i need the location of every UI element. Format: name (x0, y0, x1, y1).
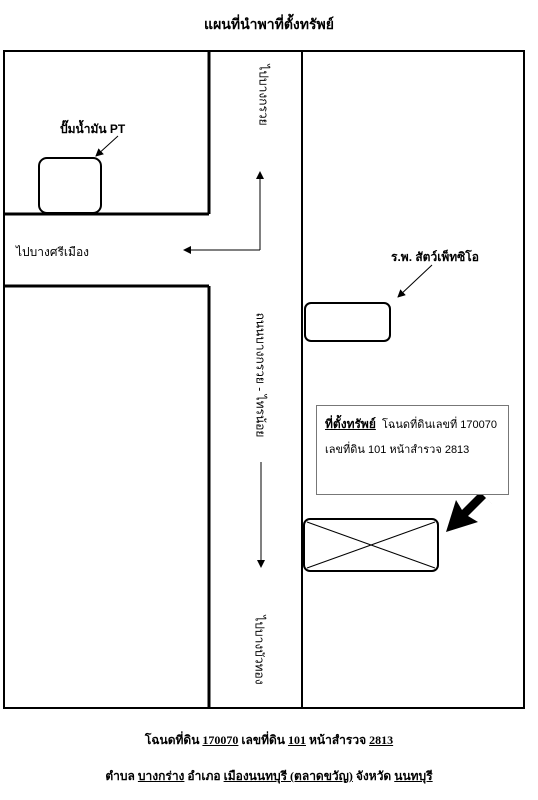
footer-survey-prefix: หน้าสำรวจ (308, 733, 367, 747)
vet-hospital-label: ร.พ. สัตว์เพ็ทซิโอ (391, 250, 479, 264)
footer-deed-prefix: โฉนดที่ดิน (144, 733, 200, 747)
info-line-1: ที่ตั้งทรัพย์ โฉนดที่ดินเลขที่ 170070 (325, 415, 497, 434)
info-line-2: เลขที่ดิน 101 หน้าสำรวจ 2813 (325, 444, 470, 456)
footer-land-number: 101 (287, 733, 306, 747)
gas-station-pointer (95, 135, 119, 157)
footer-land-prefix: เลขที่ดิน (241, 733, 285, 747)
footer-subdistrict-prefix: ตำบล (105, 769, 135, 783)
footer-survey-number: 2813 (369, 733, 394, 747)
main-road-label: ถนนบางกรวย - ไทรน้อย (253, 312, 268, 438)
footer-province-prefix: จังหวัด (355, 769, 392, 783)
vet-hospital-pointer (397, 264, 433, 298)
footer-deed-number: 170070 (202, 733, 239, 747)
info-deed: โฉนดที่ดินเลขที่ 170070 (381, 419, 497, 431)
gas-station-label: ปั๊มน้ำมัน PT (60, 122, 126, 136)
gas-station-box (38, 157, 102, 214)
info-heading: ที่ตั้งทรัพย์ (325, 417, 376, 431)
property-cross-2 (306, 521, 436, 569)
footer-location-line: ตำบล บางกร่าง อำเภอ เมืองนนทบุรี (ตลาดขว… (0, 767, 538, 786)
map-title: แผนที่นำพาที่ตั้งทรัพย์ (204, 18, 334, 33)
footer-deed-line: โฉนดที่ดิน 170070 เลขที่ดิน 101 หน้าสำรว… (0, 731, 538, 750)
footer-district-prefix: อำเภอ (187, 769, 221, 783)
footer-subdistrict: บางกร่าง (137, 769, 185, 783)
footer-province: นนทบุรี (394, 769, 433, 783)
west-road-label: ไปบางศรีเมือง (16, 245, 90, 259)
map-frame (3, 50, 525, 709)
footer-district: เมืองนนทบุรี (ตลาดขวัญ) (223, 769, 353, 783)
property-pointer-arrow (446, 492, 492, 532)
vet-hospital-box (304, 302, 391, 342)
property-info-box: ที่ตั้งทรัพย์ โฉนดที่ดินเลขที่ 170070 เล… (316, 405, 509, 495)
south-road-label: ไปบางบัวทอง (252, 615, 267, 685)
north-road-label: ไปบางกรวย (256, 64, 271, 126)
